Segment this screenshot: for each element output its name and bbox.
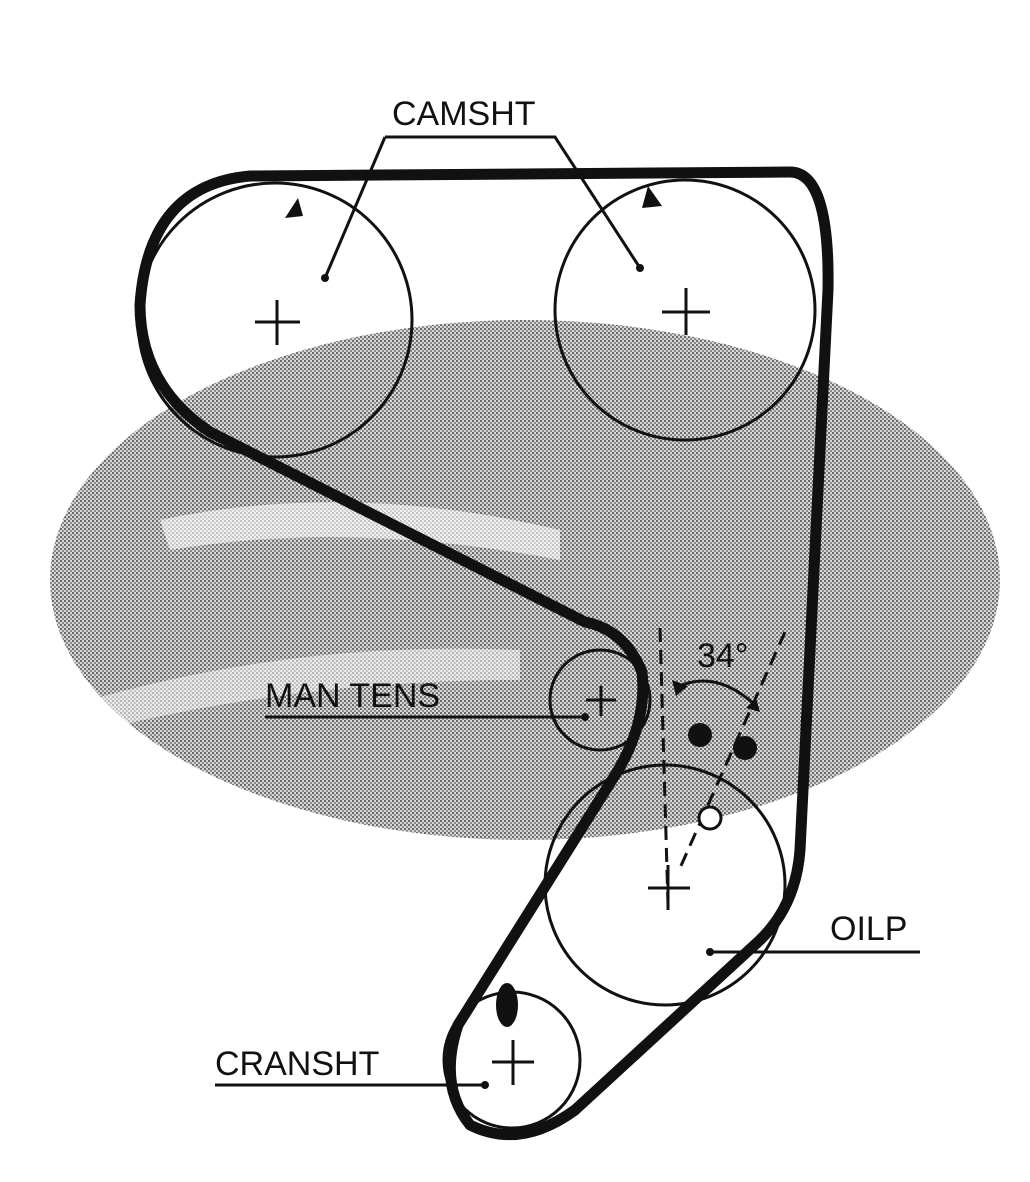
crank-key-mark-icon: [496, 983, 518, 1027]
manual-tensioner-label: MAN TENS: [265, 677, 440, 715]
left-cam-timing-mark-icon: [285, 198, 303, 218]
alignment-dot: [688, 723, 712, 747]
alignment-dot: [733, 736, 757, 760]
oil-pump-label: OILP: [830, 910, 907, 948]
tensioner-pulley: [548, 648, 652, 752]
vertical-reference-line: [658, 627, 670, 906]
angle-label: 34°: [697, 637, 748, 675]
right-cam-timing-mark-icon: [642, 186, 662, 208]
camshaft-label: CAMSHT: [392, 95, 536, 133]
background-shading: [50, 320, 1000, 840]
background-highlight: [90, 648, 520, 730]
background-highlight: [160, 502, 560, 560]
timing-belt: [134, 166, 834, 1141]
alignment-hole: [697, 805, 723, 831]
leader-lines: [215, 135, 920, 1087]
crankshaft-label: CRANSHT: [215, 1045, 379, 1083]
center-mark-icons: [255, 288, 710, 1085]
arrowhead-icon: [746, 698, 760, 712]
right-camshaft-pulley: [553, 178, 817, 442]
arrowhead-icon: [672, 680, 688, 696]
